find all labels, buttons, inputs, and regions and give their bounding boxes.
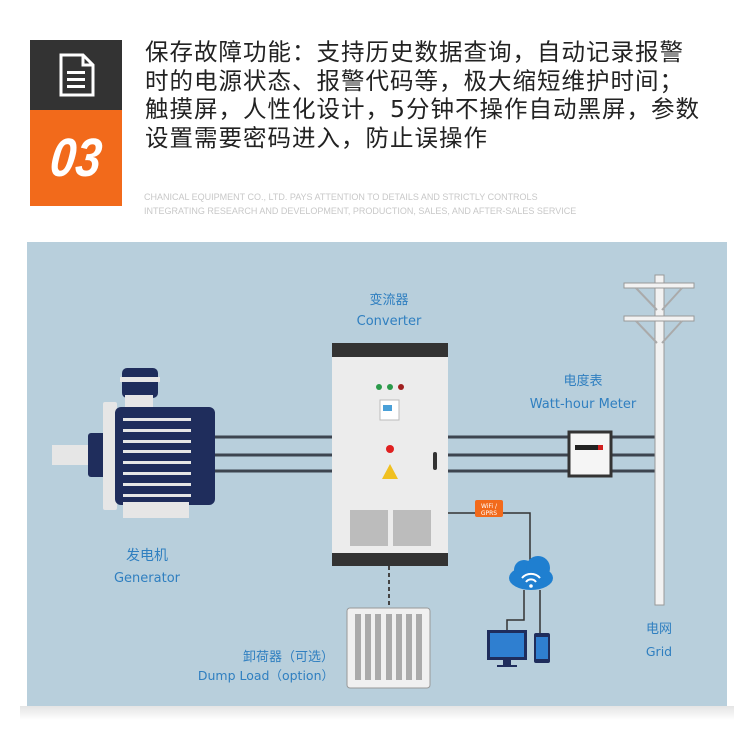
converter-label-en: Converter [357, 314, 422, 329]
step-number: 03 [47, 128, 105, 188]
document-icon-box [30, 40, 122, 110]
dump-load-icon [346, 607, 431, 689]
wifi-badge-line2: GPRS [481, 510, 497, 517]
dump-load-label-zh: 卸荷器（可选） [243, 649, 334, 665]
feature-description: 保存故障功能：支持历史数据查询，自动记录报警时的电源状态、报警代码等，极大缩短维… [145, 38, 700, 152]
panel-shadow [20, 706, 734, 720]
english-tagline-line2: INTEGRATING RESEARCH AND DEVELOPMENT, PR… [144, 206, 577, 216]
generator-icon [52, 368, 215, 518]
generator-label-zh: 发电机 [126, 548, 168, 564]
comm-line [448, 512, 531, 560]
power-lines [215, 435, 655, 473]
dump-load-label-en: Dump Load（option） [198, 668, 334, 683]
diagram-canvas: 发电机 Generator 变流器 Converter 卸荷器（可选） Dump… [52, 274, 695, 689]
wifi-gprs-badge [475, 500, 503, 517]
converter-label-zh: 变流器 [369, 292, 408, 308]
watt-hour-meter-icon [567, 430, 613, 478]
generator-label-en: Generator [114, 571, 181, 586]
meter-label-zh: 电度表 [563, 373, 602, 389]
document-icon [59, 53, 95, 97]
cloud-wifi-icon [509, 556, 553, 590]
meter-label-en: Watt-hour Meter [530, 397, 637, 412]
monitor-icon [487, 630, 527, 667]
device-links [506, 590, 541, 633]
english-tagline-line1: CHANICAL EQUIPMENT CO., LTD. PAYS ATTENT… [144, 192, 538, 202]
phone-icon [534, 633, 550, 663]
grid-label-zh: 电网 [646, 622, 672, 637]
wifi-badge-line1: WiFi / [481, 503, 498, 510]
utility-pole-icon [623, 274, 695, 606]
system-diagram: 发电机 Generator 变流器 Converter 卸荷器（可选） Dump… [27, 242, 727, 706]
grid-label-en: Grid [646, 644, 672, 659]
converter-cabinet-icon [332, 343, 448, 566]
step-number-badge: 03 [30, 110, 122, 206]
english-tagline: CHANICAL EQUIPMENT CO., LTD. PAYS ATTENT… [144, 190, 576, 218]
